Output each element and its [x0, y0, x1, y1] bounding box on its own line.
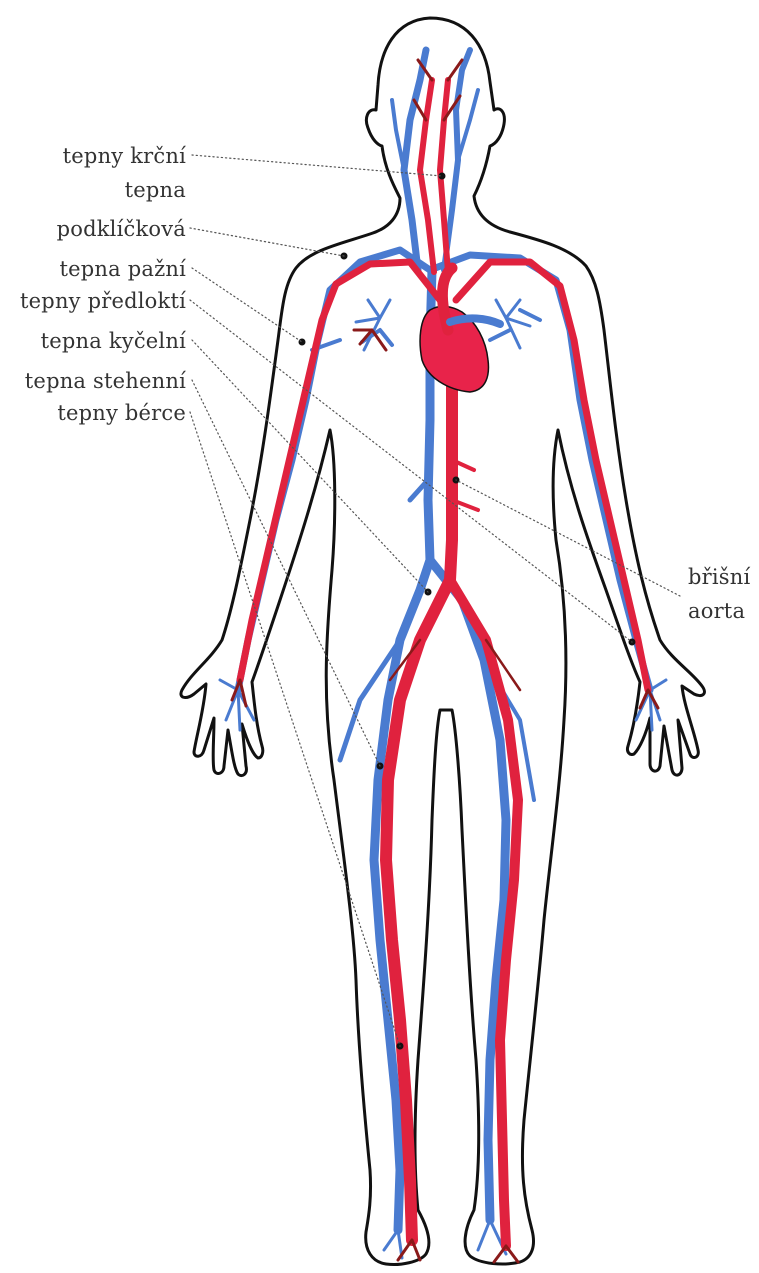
- label-aorta-1: břišní: [688, 565, 750, 589]
- label-brachial: tepna pažní: [60, 257, 187, 281]
- dot-brachial: [299, 339, 306, 346]
- label-forearm: tepny předloktí: [20, 289, 186, 313]
- label-carotid: tepny krční: [63, 144, 186, 168]
- label-aorta-2: aorta: [688, 599, 745, 623]
- label-shin: tepny bérce: [57, 401, 186, 425]
- label-subclavian-2: podklíčková: [57, 217, 186, 241]
- label-femoral: tepna stehenní: [25, 369, 186, 393]
- label-subclavian-1: tepna: [125, 178, 186, 202]
- label-iliac: tepna kyčelní: [41, 329, 186, 353]
